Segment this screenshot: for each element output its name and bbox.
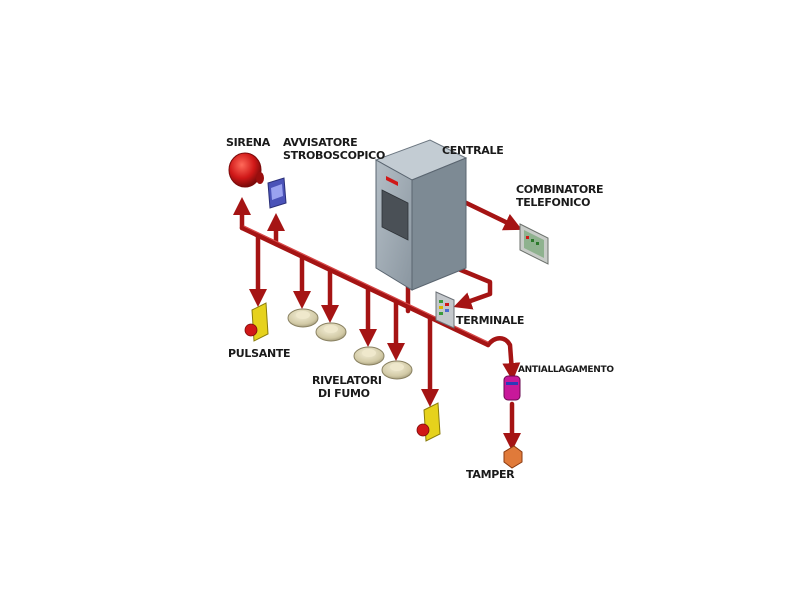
siren-icon xyxy=(228,152,264,188)
label-avvisatore-line1: AVVISATORE xyxy=(283,136,357,149)
main-bus xyxy=(239,225,491,348)
label-rivelatori-line1: RIVELATORI xyxy=(312,374,382,387)
label-avvisatore-line2: STROBOSCOPICO xyxy=(283,149,385,162)
label-combinatore-line2: TELEFONICO xyxy=(516,196,590,209)
flood-sensor-icon xyxy=(503,375,521,401)
tamper-icon xyxy=(503,445,523,469)
smoke-detector-2-icon xyxy=(315,322,347,342)
smoke-detector-1-icon xyxy=(287,308,319,328)
label-sirena: SIRENA xyxy=(226,136,271,149)
smoke-detector-3-icon xyxy=(353,346,385,366)
label-rivelatori-line2: DI FUMO xyxy=(318,387,370,400)
label-tamper: TAMPER xyxy=(466,468,515,481)
diagram-labels: SIRENA AVVISATORE STROBOSCOPICO CENTRALE… xyxy=(226,136,615,481)
label-centrale: CENTRALE xyxy=(442,144,503,157)
label-combinatore-line1: COMBINATORE xyxy=(516,183,603,196)
smoke-detector-4-icon xyxy=(381,360,413,380)
terminal-keypad-icon xyxy=(435,291,455,329)
label-antiallagamento: ANTIALLAGAMENTO xyxy=(518,365,614,375)
label-pulsante: PULSANTE xyxy=(228,347,290,360)
wire-to-terminal xyxy=(453,265,493,310)
label-terminale: TERMINALE xyxy=(456,314,524,327)
bus-to-flood-sensor xyxy=(485,336,521,381)
phone-dialer-icon xyxy=(519,223,549,265)
alarm-button-icon xyxy=(244,302,269,342)
alarm-button-2-icon xyxy=(416,402,441,442)
strobe-icon xyxy=(267,177,287,209)
control-panel xyxy=(374,139,468,291)
